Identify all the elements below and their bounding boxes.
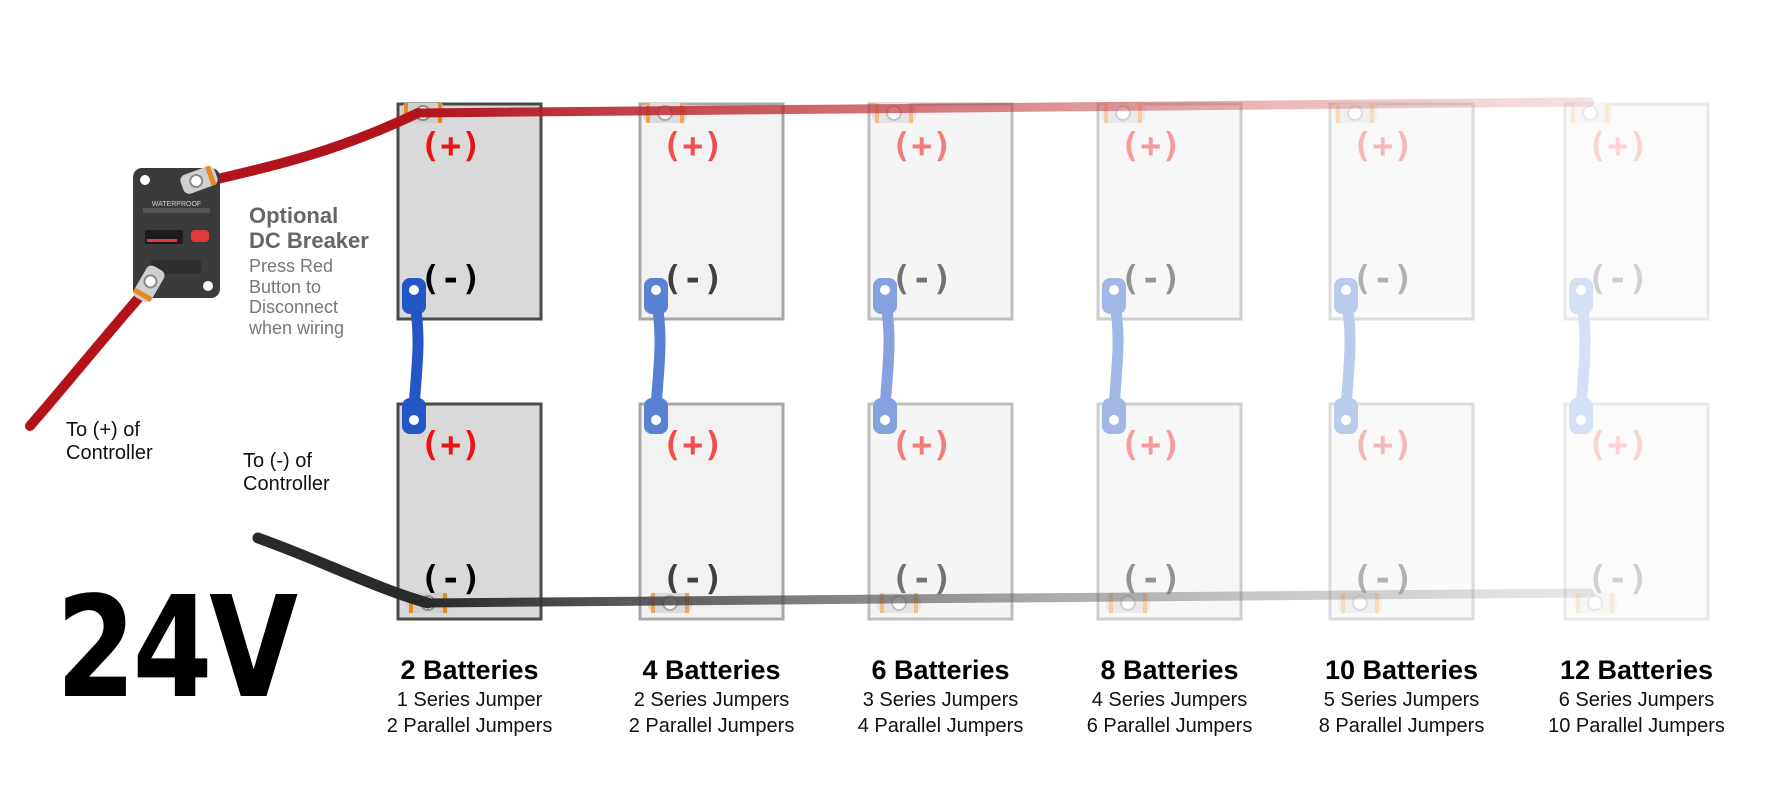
positive-terminal-label: (+) <box>891 126 952 166</box>
positive-terminal-label: (+) <box>1352 425 1413 465</box>
configuration-title: 8 Batteries <box>1100 655 1239 685</box>
positive-bus-cable <box>413 97 1595 118</box>
breaker-to-battery-cable <box>195 108 423 188</box>
positive-terminal-label: (+) <box>662 425 723 465</box>
configuration-caption: 8 Batteries 4 Series Jumpers 6 Parallel Ju… <box>1055 655 1285 738</box>
configuration-title: 12 Batteries <box>1559 655 1714 685</box>
series-jumper-count: 5 Series Jumpers <box>1323 689 1480 711</box>
negative-terminal-label: (-) <box>1120 259 1181 299</box>
dc-breaker: WATERPROOF <box>132 165 220 303</box>
negative-terminal-label: (-) <box>420 559 481 599</box>
positive-terminal-label: (+) <box>1587 425 1648 465</box>
controller-positive-cable <box>25 280 155 431</box>
battery-top <box>1563 102 1710 321</box>
negative-terminal-label: (-) <box>662 259 723 299</box>
configuration-title: 6 Batteries <box>871 655 1010 685</box>
series-jumper <box>1334 278 1358 434</box>
parallel-jumper-count: 2 Parallel Jumpers <box>386 715 553 737</box>
battery-column: (+)(-)(+)(-) <box>1096 102 1243 621</box>
controller-negative-line1: To (-) of <box>243 450 312 472</box>
negative-terminal-label: (-) <box>1587 259 1648 299</box>
positive-terminal-label: (+) <box>1587 126 1648 166</box>
battery-column: (+) (-) (+) (-) <box>638 102 785 621</box>
negative-bus-lug <box>1573 593 1617 613</box>
negative-bus-cable <box>423 588 1595 608</box>
series-jumper-count: 3 Series Jumpers <box>862 689 1019 711</box>
battery-bottom <box>396 402 543 621</box>
breaker-title: Optional DC Breaker <box>249 203 369 254</box>
battery-column: (+) (-) (+) (-) <box>1563 102 1710 621</box>
positive-terminal-label: (+) <box>420 126 481 166</box>
battery-top <box>1096 102 1243 321</box>
breaker-title-line2: DC Breaker <box>249 228 369 254</box>
configuration-caption: 10 Batteries 5 Series Jumpers 8 Parallel J… <box>1287 655 1517 738</box>
battery-bottom <box>1328 402 1475 621</box>
negative-terminal-label: (-) <box>662 559 723 599</box>
configuration-caption: 2 Batteries 1 Series Jumper 2 Parallel Jum… <box>355 655 585 738</box>
breaker-desc-line: Press Red <box>249 256 334 276</box>
configuration-title: 4 Batteries <box>642 655 781 685</box>
breaker-top-lug <box>180 165 218 194</box>
series-jumper <box>1102 278 1126 434</box>
series-jumper <box>402 278 426 434</box>
series-jumper <box>873 278 897 434</box>
series-jumper-count: 1 Series Jumper <box>396 689 543 711</box>
controller-negative-line2: Controller <box>243 473 330 495</box>
negative-terminal-label: (-) <box>420 259 481 299</box>
positive-terminal-label: (+) <box>891 425 952 465</box>
negative-terminal-label: (-) <box>1587 559 1648 599</box>
breaker-desc-line: Button to <box>249 276 322 297</box>
negative-terminal-label: (-) <box>891 259 952 299</box>
positive-terminal-label: (+) <box>1120 126 1181 166</box>
battery-column: (+) (-) (+) (-) <box>396 102 543 621</box>
battery-bottom <box>867 402 1014 621</box>
configuration-title: 10 Batteries <box>1324 655 1479 685</box>
parallel-jumper-count: 10 Parallel Jumpers <box>1548 715 1725 737</box>
series-jumper-count: 6 Series Jumpers <box>1558 689 1715 711</box>
battery-column: (+) (-) (+) (-) <box>867 102 1014 621</box>
voltage-label: 24V <box>56 567 298 730</box>
battery-columns: (+)(-)(+)(-)(+)(-)(+)(-)(+)(-)(+)(-)(+)(… <box>396 102 1710 621</box>
battery-bottom <box>1563 402 1710 621</box>
breaker-desc-line: when wiring <box>249 318 345 339</box>
positive-terminal-label: (+) <box>662 126 723 166</box>
positive-bus-lug <box>1568 103 1612 123</box>
parallel-jumper-count: 2 Parallel Jumpers <box>628 715 795 737</box>
battery-bottom <box>638 402 785 621</box>
series-jumper-count: 4 Series Jumpers <box>1091 689 1248 711</box>
parallel-jumper-count: 6 Parallel Jumpers <box>1086 715 1253 737</box>
series-jumper <box>1569 278 1593 434</box>
negative-terminal-label: (-) <box>891 559 952 599</box>
configuration-caption: 12 Batteries 6 Series Jumpers 10 Parallel … <box>1522 655 1752 738</box>
breaker-desc-line: Disconnect <box>249 297 339 318</box>
battery-bottom <box>1096 402 1243 621</box>
breaker-title-line1: Optional <box>249 203 339 228</box>
configuration-caption: 6 Batteries 3 Series Jumpers 4 Parallel Ju… <box>826 655 1056 738</box>
series-jumper-count: 2 Series Jumpers <box>633 689 790 711</box>
breaker-description: Press Red Button to Disconnect when wiri… <box>249 256 344 339</box>
parallel-jumper-count: 8 Parallel Jumpers <box>1318 715 1485 737</box>
controller-positive-label: To (+) of Controller <box>66 419 153 465</box>
configuration-caption: 4 Batteries 2 Series Jumpers 2 Parallel Ju… <box>597 655 827 738</box>
battery-column: (+)(-)(+)(-) <box>1328 102 1475 621</box>
positive-terminal-label: (+) <box>1352 126 1413 166</box>
controller-negative-cable <box>252 532 434 609</box>
positive-terminal-label: (+) <box>420 425 481 465</box>
breaker-trip-button[interactable] <box>191 230 209 242</box>
positive-terminal-label: (+) <box>1120 425 1181 465</box>
negative-terminal-label: (-) <box>1352 259 1413 299</box>
breaker-bottom-lug <box>132 265 165 303</box>
breaker-device-text: WATERPROOF <box>152 201 201 208</box>
parallel-jumper-count: 4 Parallel Jumpers <box>857 715 1024 737</box>
configuration-title: 2 Batteries <box>400 655 539 685</box>
controller-positive-line1: To (+) of <box>66 419 140 441</box>
series-jumper <box>644 278 668 434</box>
controller-positive-line2: Controller <box>66 442 153 464</box>
controller-negative-label: To (-) of Controller <box>243 450 330 496</box>
